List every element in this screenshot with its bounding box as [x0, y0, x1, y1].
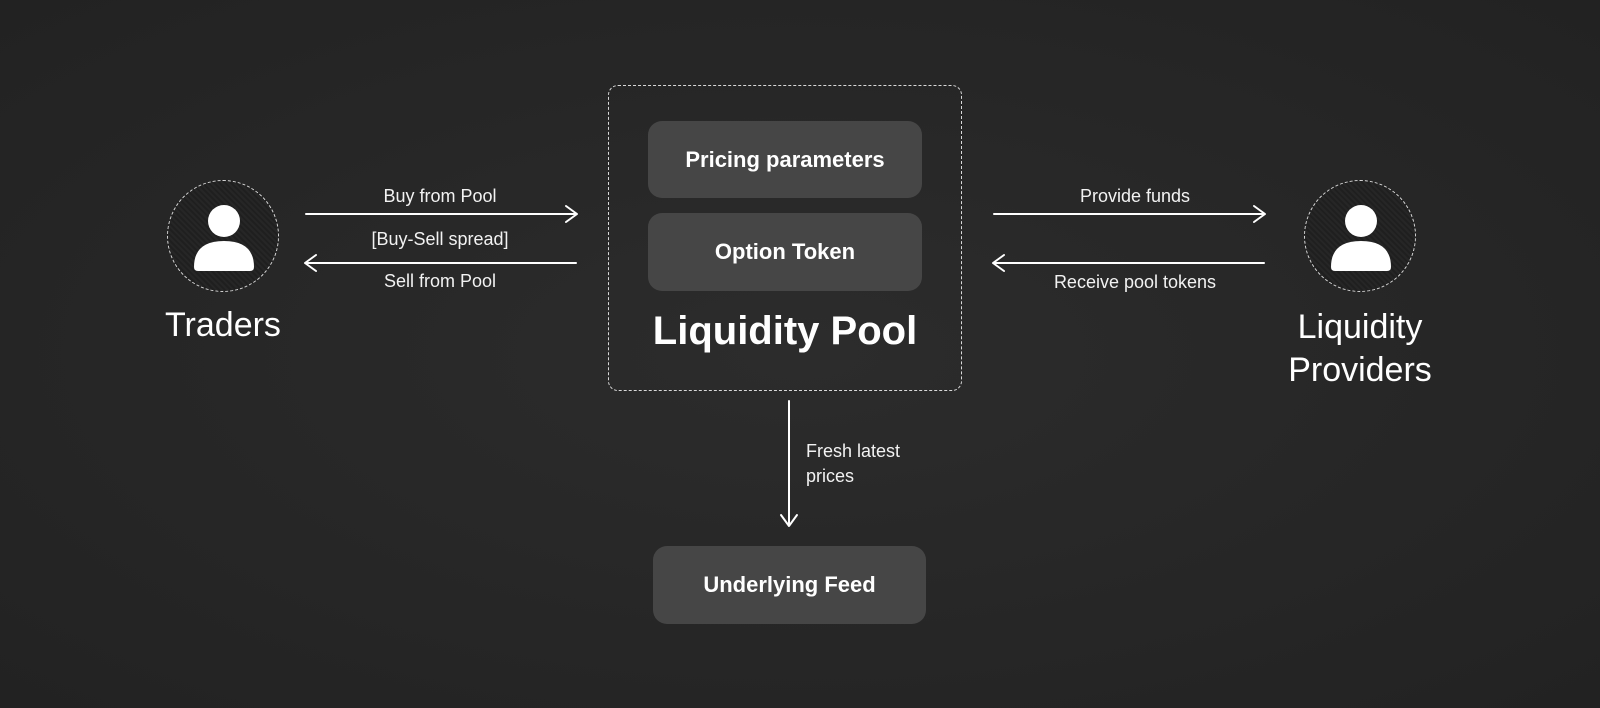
prices-arrow — [780, 400, 798, 527]
user-icon — [1331, 205, 1391, 271]
underlying-feed-pill: Underlying Feed — [653, 546, 926, 624]
user-icon — [194, 205, 254, 271]
liquidity-pool-box — [608, 85, 962, 391]
sell-from-pool-label: Sell from Pool — [383, 271, 497, 291]
fresh-latest-label: Fresh latest — [806, 441, 901, 461]
receive-tokens-arrow — [992, 254, 1265, 272]
option-token-pill: Option Token — [648, 213, 922, 291]
pricing-parameters-pill: Pricing parameters — [648, 121, 922, 198]
provide-funds-label: Provide funds — [1079, 186, 1191, 206]
providers-label-line1: Liquidity — [1297, 308, 1423, 346]
provide-funds-arrow — [993, 205, 1266, 223]
buy-sell-spread-label: [Buy-Sell spread] — [371, 229, 509, 249]
buy-arrow — [305, 205, 578, 223]
sell-arrow — [304, 254, 577, 272]
liquidity-pool-title: Liquidity Pool — [652, 309, 918, 353]
providers-label-line2: Providers — [1288, 351, 1432, 389]
receive-pool-tokens-label: Receive pool tokens — [1053, 272, 1217, 292]
prices-label: prices — [806, 466, 855, 486]
providers-avatar — [1304, 180, 1416, 292]
buy-from-pool-label: Buy from Pool — [383, 186, 497, 206]
traders-label: Traders — [165, 306, 281, 344]
traders-avatar — [167, 180, 279, 292]
